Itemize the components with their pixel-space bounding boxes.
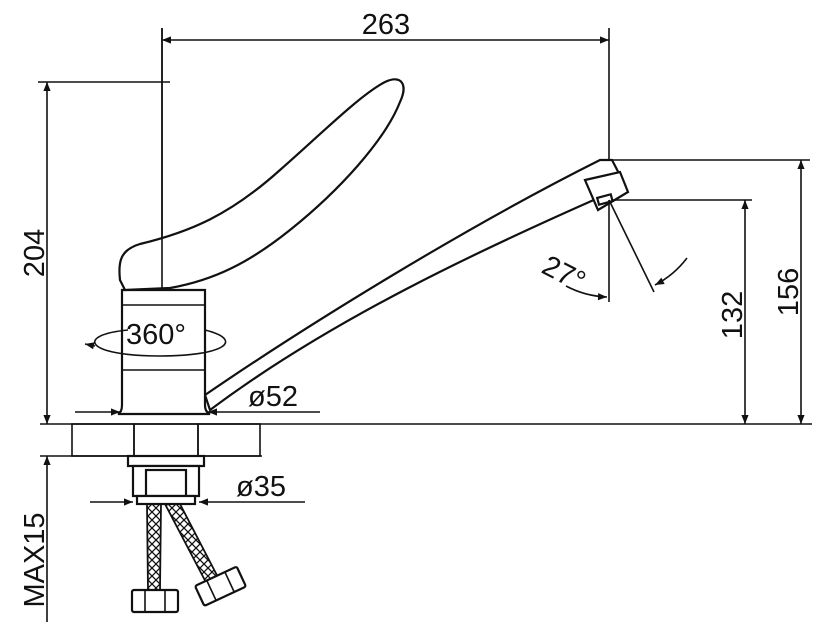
dimension-total-height: 204 — [19, 81, 170, 424]
width-label: 263 — [362, 9, 410, 41]
base-diameter-label: ø52 — [248, 381, 298, 413]
rotation-label: 360° — [126, 319, 186, 351]
counter-section — [71, 423, 261, 457]
dimension-outlet-height: 132 — [612, 199, 752, 424]
shank-connector — [126, 454, 206, 506]
outlet-height-label: 132 — [717, 291, 749, 339]
spout-angle-label: 27° — [537, 250, 591, 298]
spout-height-label: 156 — [773, 268, 805, 316]
dimension-base-diameter: ø52 — [75, 381, 320, 416]
lever-handle — [118, 78, 405, 292]
dimension-max-thickness: MAX15 — [19, 456, 51, 622]
rotation-indicator: 360° — [84, 319, 227, 357]
dimension-spout-height: 156 — [609, 159, 810, 424]
max-thickness-label: MAX15 — [19, 512, 51, 607]
aerator — [583, 170, 630, 212]
total-height-label: 204 — [19, 229, 51, 277]
faucet-body — [117, 288, 211, 416]
supply-hoses — [130, 503, 247, 614]
spout — [203, 158, 630, 412]
shank-diameter-label: ø35 — [236, 471, 286, 503]
dimension-shank-diameter: ø35 — [90, 471, 305, 506]
